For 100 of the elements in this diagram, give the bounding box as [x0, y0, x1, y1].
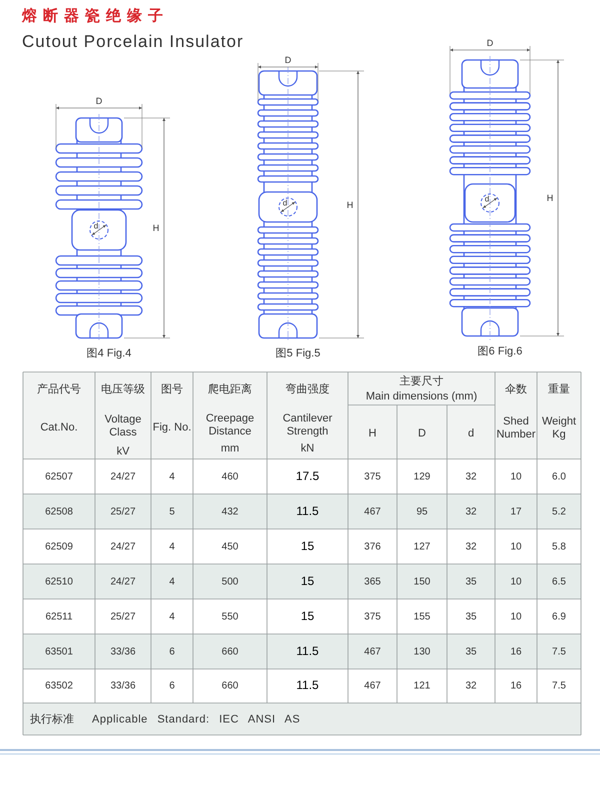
table-value: 62508 [45, 506, 73, 518]
table-value: 63502 [45, 680, 73, 692]
table-value: 10 [510, 610, 522, 622]
table-value: 32 [465, 540, 477, 552]
table-value: 32 [465, 506, 477, 518]
table-value: 62507 [45, 470, 73, 482]
table-value: 15 [300, 540, 314, 554]
column-header: 产品代号 [37, 384, 81, 396]
dimension-label: d [484, 194, 490, 204]
table-value: 62511 [45, 610, 73, 622]
column-header: mm [220, 442, 240, 456]
table-value: 62510 [45, 576, 73, 588]
table-value: 5.2 [552, 506, 566, 518]
column-header: Main dimensions (mm) [366, 390, 478, 404]
column-header: Weight Kg [540, 415, 578, 441]
table-value: 155 [414, 610, 430, 622]
table-value: 10 [510, 470, 522, 482]
table-value: 17.5 [296, 470, 320, 484]
column-header: d [468, 428, 474, 440]
table-value: 95 [416, 506, 428, 518]
table-value: 550 [222, 610, 238, 622]
table-value: 24/27 [110, 576, 136, 588]
column-header: Shed Number [496, 415, 536, 441]
table-value: 467 [364, 506, 381, 518]
column-header: kV [116, 446, 130, 458]
column-header: D [418, 428, 426, 440]
table-value: 24/27 [110, 470, 136, 482]
table-value: 35 [465, 610, 477, 622]
table-value: 15 [300, 610, 314, 624]
dimension-label: D [284, 54, 292, 66]
column-header: 重量 [548, 384, 570, 396]
table-value: 129 [414, 470, 430, 482]
table-value: 6.0 [552, 470, 566, 482]
column-header: 电压等级 [101, 384, 145, 396]
table-value: 33/36 [110, 646, 136, 658]
table-value: 130 [414, 646, 430, 658]
table-value: 25/27 [110, 506, 136, 518]
table-value: 4 [169, 576, 175, 588]
table-value: 127 [414, 540, 430, 552]
table-value: 660 [222, 680, 238, 692]
column-header: Cantilever Strength [282, 412, 334, 438]
table-value: 5 [169, 506, 175, 518]
table-value: 33/36 [110, 680, 136, 692]
dimension-label: H [346, 199, 354, 210]
column-header: 伞数 [505, 384, 527, 396]
table-value: 467 [364, 680, 381, 692]
dimension-label: D [486, 38, 494, 48]
figure-caption: 图4 Fig.4 [86, 348, 132, 360]
table-value: 11.5 [296, 504, 319, 518]
column-header: H [368, 428, 376, 440]
title: 熔断器瓷绝缘子 [22, 7, 169, 25]
table-value: 10 [510, 540, 522, 552]
table-value: 432 [222, 506, 238, 518]
figure-caption: 图6 Fig.6 [478, 346, 522, 358]
standard-note: Applicable Standard: IEC ANSI AS [92, 714, 300, 726]
table-value: 35 [465, 646, 477, 658]
table-value: 17 [510, 506, 522, 518]
dimension-label: d [282, 198, 288, 208]
table-value: 460 [222, 470, 238, 482]
table-value: 6.5 [552, 576, 566, 588]
table-value: 467 [364, 646, 381, 658]
table-value: 4 [169, 470, 175, 482]
figure-caption: 图5 Fig.5 [276, 348, 320, 360]
table-value: 365 [364, 576, 381, 588]
table-value: 6 [169, 680, 175, 692]
table-value: 63501 [45, 646, 73, 658]
table-value: 375 [364, 610, 381, 622]
column-header: 图号 [161, 384, 183, 396]
table-value: 11.5 [296, 679, 319, 693]
column-header: Fig. No. [152, 422, 192, 434]
table-value: 6 [169, 646, 175, 658]
table-value: 376 [364, 540, 381, 552]
table-value: 10 [510, 576, 522, 588]
table-value: 5.8 [552, 540, 566, 552]
dimension-label: H [546, 192, 554, 204]
subtitle: Cutout Porcelain Insulator [22, 32, 244, 52]
table-value: 6.9 [552, 610, 566, 622]
dimension-label: H [152, 222, 160, 234]
column-header: Creepage Distance [204, 412, 256, 438]
table-value: 62509 [45, 540, 73, 552]
column-header: Voltage Class [104, 413, 142, 439]
table-value: 450 [222, 540, 238, 552]
table-value: 16 [510, 680, 522, 692]
column-header: 爬电距离 [208, 384, 252, 396]
column-header: Cat.No. [40, 422, 78, 434]
table-value: 375 [364, 470, 381, 482]
table-value: 121 [414, 680, 430, 692]
table-value: 16 [510, 646, 522, 658]
dimension-label: d [94, 221, 98, 231]
column-header: kN [300, 442, 314, 456]
table-value: 4 [169, 540, 175, 552]
table-value: 32 [465, 680, 477, 692]
table-value: 4 [169, 610, 175, 622]
column-header: 主要尺寸 [400, 376, 444, 388]
table-value: 11.5 [296, 644, 319, 658]
dimension-label: D [96, 96, 102, 106]
table-value: 15 [300, 574, 314, 588]
table-value: 7.5 [552, 680, 566, 692]
table-value: 7.5 [552, 646, 566, 658]
table-value: 32 [465, 470, 477, 482]
